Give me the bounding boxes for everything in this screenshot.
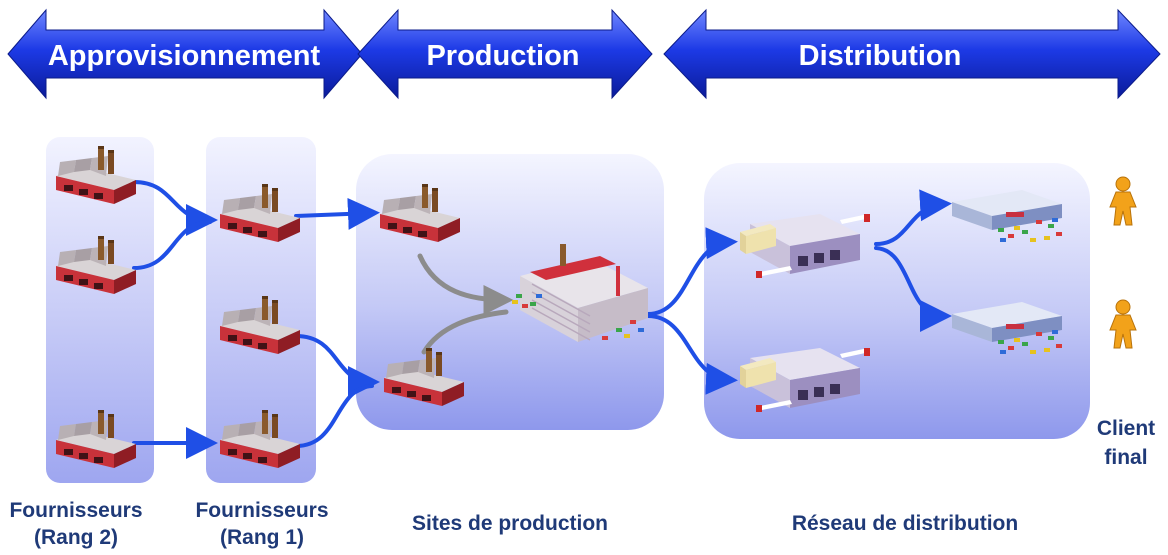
panel-suppliers-rank2 [46, 137, 154, 483]
caption-client-line2: final [1104, 446, 1147, 469]
phase-label-supply: Approvisionnement [48, 40, 321, 72]
flow-r2b-to-r1a [132, 220, 212, 270]
flow-arrows [132, 180, 952, 459]
caption-rank1-line1: Fournisseurs [195, 499, 328, 522]
caption-rank2-line1: Fournisseurs [9, 499, 142, 522]
person-icon [1109, 299, 1137, 349]
flow-warehouse-to-store-a [874, 189, 952, 246]
flow-r2a-to-r1a [132, 180, 218, 236]
assembly-plant-icon [512, 244, 648, 342]
flow-r1b-to-site-b [294, 334, 380, 398]
caption-distribution-network: Réseau de distribution [792, 512, 1018, 535]
caption-rank2-line2: (Rang 2) [34, 526, 118, 549]
flow-site-b-to-plant [421, 309, 509, 355]
flow-site-a-to-plant [417, 253, 514, 315]
phase-label-production: Production [426, 40, 579, 72]
caption-production-sites: Sites de production [412, 512, 608, 535]
flow-plant-to-warehouse-a [646, 227, 738, 316]
flow-plant-to-warehouse-b [646, 314, 738, 395]
flow-r1c-to-site-b [294, 384, 374, 448]
caption-client-line1: Client [1097, 417, 1155, 440]
caption-rank1-line2: (Rang 1) [220, 526, 304, 549]
assembly-arrows [417, 253, 514, 355]
flow-r1a-to-site-a [294, 197, 380, 230]
flow-warehouse-to-store-b [874, 246, 952, 332]
phase-arrow-production: Production [357, 8, 653, 100]
phase-arrow-distribution: Distribution [663, 8, 1161, 100]
caption-suppliers-rank2: Fournisseurs (Rang 2) [9, 499, 142, 549]
caption-client-final: Client final [1097, 417, 1155, 469]
phase-label-distribution: Distribution [799, 40, 962, 72]
caption-suppliers-rank1: Fournisseurs (Rang 1) [195, 499, 328, 549]
person-icon [1109, 176, 1137, 226]
phase-arrow-supply: Approvisionnement [7, 8, 363, 100]
